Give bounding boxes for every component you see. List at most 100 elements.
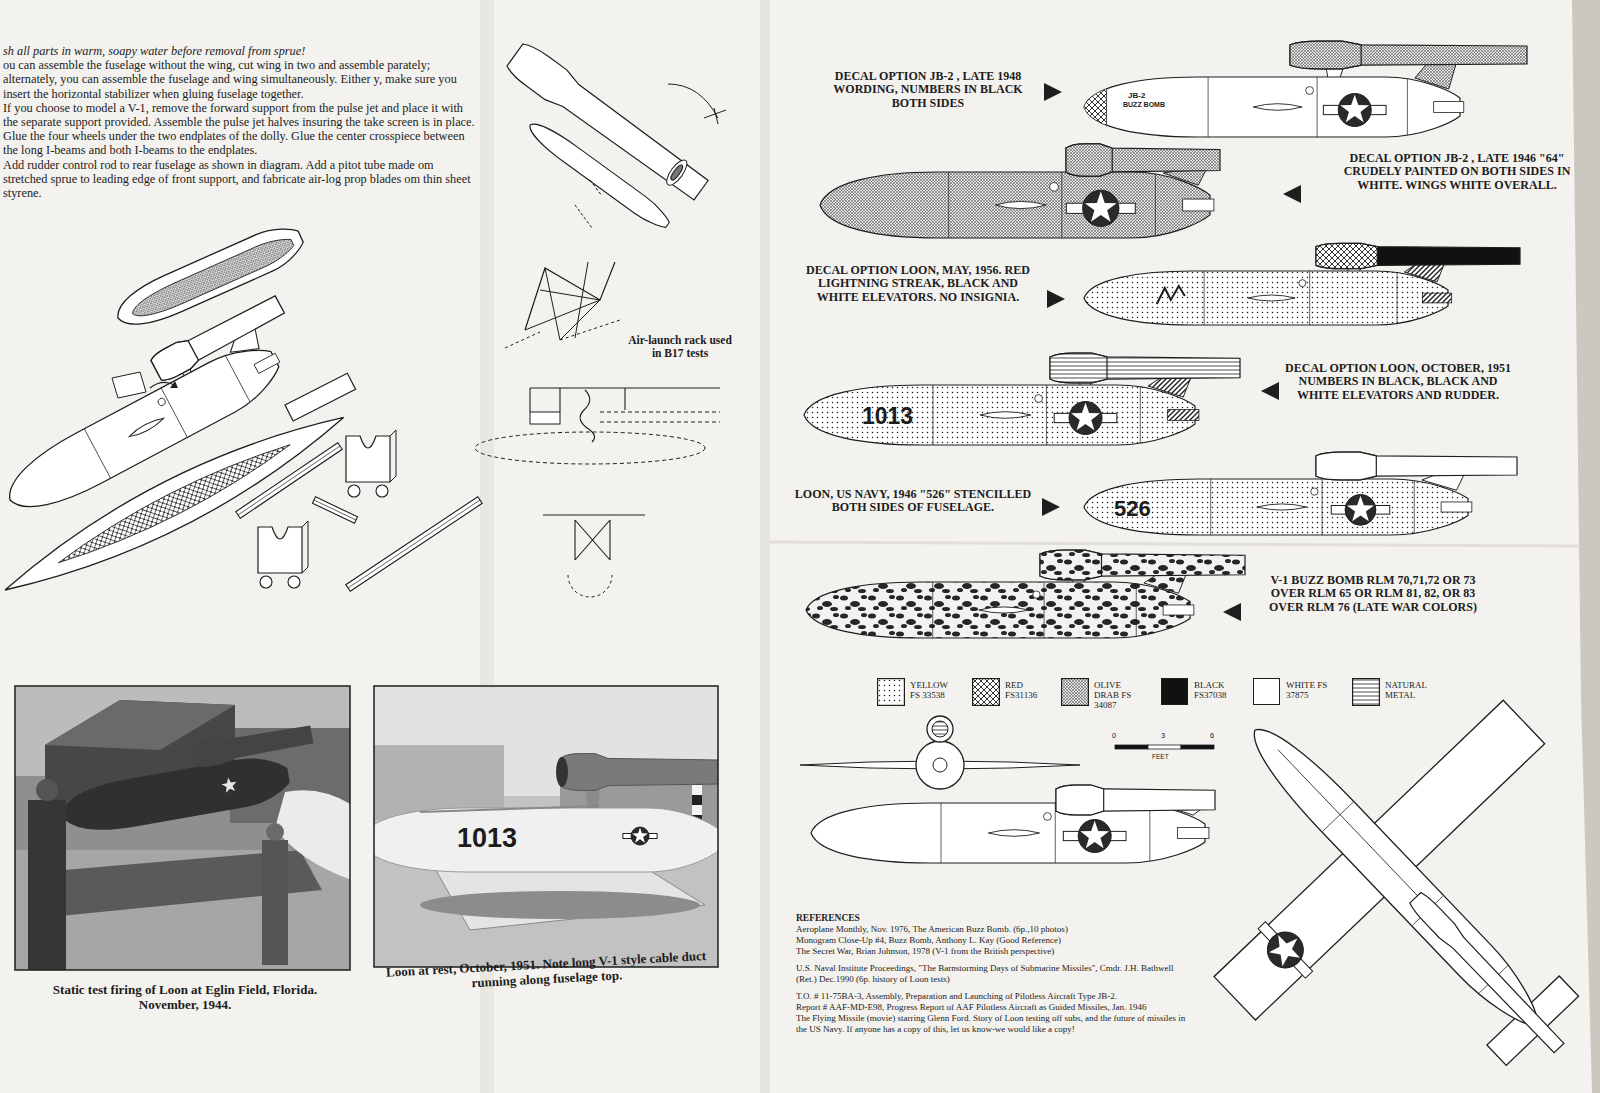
pulse-jet: [1066, 144, 1220, 176]
legend-text: YELLOW FS 33538: [910, 680, 958, 700]
photo-frame: [374, 686, 718, 967]
plan-jet: [1408, 891, 1567, 1056]
dolly-wheel: [260, 576, 272, 588]
figure-caption: Air-launch rack used in B17 tests: [628, 334, 732, 360]
fuel-cap: [1050, 183, 1059, 192]
missile-profile: [1084, 41, 1527, 137]
panel-line: [1322, 479, 1323, 535]
national-insignia: [1249, 913, 1322, 987]
panel-line: [932, 582, 933, 638]
instruction-text: ou can assemble the fuselage without the…: [3, 58, 481, 101]
fuselage: [1084, 271, 1448, 325]
pulse-jet-intake: [1290, 41, 1361, 69]
fuselage: [1084, 77, 1460, 137]
detail-sketches: [475, 40, 726, 597]
elevator: [1441, 502, 1472, 512]
front-view: [800, 716, 1080, 789]
fuel-cap: [1033, 591, 1040, 598]
i-beam: [312, 497, 357, 523]
pulse-jet-intake: [1040, 550, 1102, 580]
scale-segment: [1148, 745, 1181, 749]
pulse-jet: [1316, 452, 1517, 480]
pulse-jet: [1050, 353, 1240, 383]
decal-option-note: DECAL OPTION LOON, OCTOBER, 1951 NUMBERS…: [1285, 362, 1511, 402]
reference-entry: The Flying Missile (movie) starring Glen…: [796, 1013, 1188, 1035]
endplate-edge: [302, 521, 308, 573]
insignia-disc: [1338, 94, 1371, 127]
instruction-note: sh all parts in warm, soapy water before…: [3, 44, 481, 58]
fuselage-details: [1084, 77, 1407, 137]
assembly-arrowhead: [170, 381, 178, 388]
panel-line: [1055, 803, 1056, 863]
missile-profile: [820, 144, 1220, 238]
fuselage-details: [933, 582, 1137, 638]
fuel-cap: [1311, 488, 1318, 495]
fuselage-shell: [110, 218, 309, 336]
fuselage-details: [1157, 271, 1397, 325]
photo-cable-duct: [420, 806, 600, 812]
rack-mount: [530, 388, 720, 412]
dolly-wheel: [288, 576, 300, 588]
wing-root: [980, 412, 1031, 419]
scale-number: 0: [1112, 732, 1116, 741]
photo-jet: [560, 754, 718, 791]
panel-line: [941, 803, 942, 863]
decal-option-note: V-1 BUZZ BOMB RLM 70,71,72 OR 73 OVER RL…: [1255, 574, 1491, 614]
panel-line: [1397, 271, 1398, 325]
fuel-cap: [157, 397, 167, 407]
exploded-view: [0, 218, 482, 611]
panel-line: [1309, 271, 1310, 325]
panel-line: [1414, 479, 1415, 535]
reference-entry: Aeroplane Monthly, Nov. 1976, The Americ…: [796, 924, 1188, 935]
horizontal-stabilizer: [285, 373, 356, 421]
pointer-arrow: [1044, 83, 1062, 101]
photo-person-head: [266, 823, 284, 841]
photo-missile-jet: [191, 721, 314, 769]
legend-swatch: [1161, 678, 1188, 705]
insignia-star: [1080, 821, 1109, 848]
national-insignia: [1323, 94, 1386, 127]
wing-root: [1253, 104, 1302, 111]
pulse-jet-intake: [1056, 785, 1104, 815]
launch-rack-truss: [525, 262, 600, 340]
decal-option-note: DECAL OPTION LOON, MAY, 1956. RED LIGHTN…: [800, 264, 1036, 304]
sling-frame: [543, 515, 645, 560]
pointer-arrow: [1283, 185, 1301, 203]
reference-entry: T.O. # 11-75BA-3, Assembly, Preparation …: [796, 991, 1188, 1002]
insignia-star: [1085, 192, 1117, 222]
paper-fold: [770, 542, 1580, 546]
fuselage: [820, 172, 1210, 238]
fuselage-details: [949, 172, 1156, 238]
elevator: [1163, 605, 1194, 615]
pointer-arrow: [1261, 382, 1279, 400]
national-insignia: [1054, 402, 1117, 435]
photo-marking: 1013: [457, 823, 517, 854]
reference-entry: U.S. Naval Institute Proceedings, "The B…: [796, 963, 1188, 985]
national-insignia: [1063, 820, 1126, 853]
instruction-text: If you choose to model a V-1, remove the…: [3, 101, 481, 129]
panel-line: [225, 354, 251, 403]
pulse-jet: [1056, 785, 1215, 815]
aircraft-marking: JB-2: [1128, 91, 1145, 100]
legend-swatch: [1253, 678, 1280, 705]
panel-line: [1149, 803, 1150, 863]
panel-line: [1208, 77, 1209, 137]
scale-number: 3: [1161, 732, 1165, 741]
insignia-star: [632, 828, 648, 843]
missile-profile: [804, 353, 1240, 445]
front-jet: [927, 716, 953, 742]
pulse-jet: [1290, 41, 1527, 69]
panel-line: [161, 388, 187, 437]
legend-swatch: [877, 678, 905, 706]
pulse-jet-intake: [1050, 353, 1107, 383]
decal-option-note: DECAL OPTION JB-2 , LATE 1946 "64" CRUDE…: [1337, 152, 1577, 192]
front-fuselage: [916, 741, 964, 789]
instruction-text: Add rudder control rod to rear fuselage …: [3, 158, 481, 201]
elevator: [1177, 828, 1209, 839]
elevator: [1434, 102, 1464, 113]
scale-bar: [1115, 745, 1214, 749]
missile-profile: [811, 785, 1215, 863]
photo-missile-star: [221, 776, 239, 793]
panel-line: [1407, 77, 1408, 137]
